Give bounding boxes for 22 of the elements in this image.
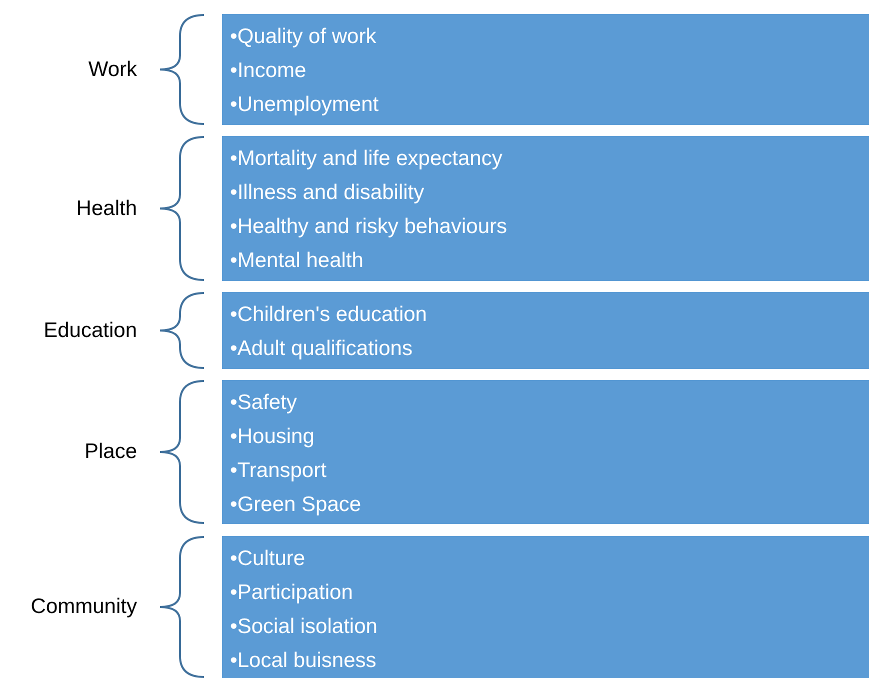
bullet-item: •Quality of work (230, 24, 376, 50)
bullet-item: •Income (230, 58, 306, 84)
bullet-item: •Mental health (230, 248, 364, 274)
category-label: Health (76, 196, 137, 220)
bullet-item: •Housing (230, 424, 314, 450)
bullet-item: •Green Space (230, 492, 362, 518)
bullet-item: •Children's education (230, 302, 427, 328)
bullet-item: •Culture (230, 546, 306, 572)
category-label: Community (30, 595, 137, 619)
bullet-item: •Social isolation (230, 614, 378, 640)
bullet-item: •Safety (230, 390, 297, 416)
bullet-item: •Healthy and risky behaviours (230, 214, 507, 240)
bullet-item: •Illness and disability (230, 180, 424, 206)
bullet-item: •Local buisness (230, 648, 376, 674)
bullet-item: •Adult qualifications (230, 336, 412, 362)
bullet-item: •Transport (230, 458, 326, 484)
category-label: Place (84, 440, 137, 464)
bullet-item: •Mortality and life expectancy (230, 146, 502, 172)
bullet-item: •Participation (230, 580, 353, 606)
bullet-item: •Unemployment (230, 92, 379, 118)
category-label: Education (44, 318, 137, 342)
category-label: Work (88, 58, 137, 82)
